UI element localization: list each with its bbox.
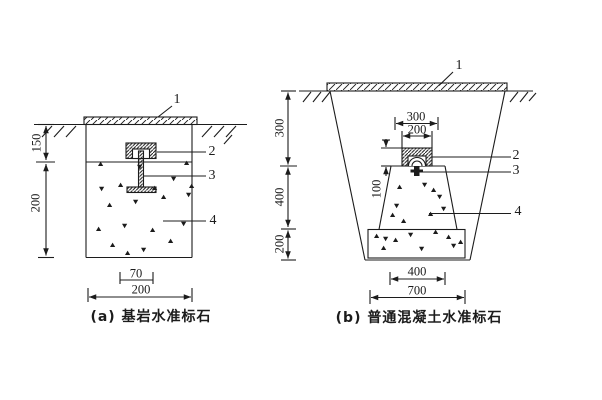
dimensions-b (280, 90, 466, 304)
part-label-a-1: 1 (173, 92, 181, 107)
dim-a-depth-top: 150 (29, 133, 44, 153)
slab-a (83, 116, 198, 126)
caption-a: (a) 基岩水准标石 (90, 309, 212, 325)
part-label-a-2: 2 (208, 144, 216, 159)
dim-b-base-top: 400 (407, 264, 427, 279)
pit-b (329, 90, 506, 261)
leaders-b (420, 71, 511, 215)
dim-a-width-pit: 200 (131, 282, 151, 297)
dim-b-depth-top: 300 (272, 118, 287, 138)
pillar-b (367, 165, 466, 259)
diagram-b-linework (280, 71, 537, 304)
dim-b-cap-height: 100 (369, 179, 384, 199)
part-label-b-3: 3 (512, 163, 520, 178)
marker-b (410, 166, 423, 176)
ground-b (299, 90, 537, 103)
slab-b (326, 82, 508, 92)
caption-b: (b) 普通混凝土水准标石 (335, 310, 503, 326)
part-label-a-4: 4 (209, 213, 217, 228)
dimensions-a (36, 123, 193, 302)
part-label-b-2: 2 (512, 148, 520, 163)
diagram-a-linework (34, 105, 247, 302)
leaders-a (144, 105, 206, 222)
dim-a-width-pillar: 70 (129, 266, 143, 281)
aggregate-a (96, 160, 195, 255)
pit-a (85, 124, 193, 259)
dim-b-cap-inner: 200 (407, 122, 427, 137)
part-label-b-4: 4 (514, 204, 522, 219)
dim-b-base-bottom: 700 (407, 283, 427, 298)
part-label-a-3: 3 (208, 168, 216, 183)
part-label-b-1: 1 (455, 58, 463, 73)
dim-b-cap-outer: 300 (406, 109, 426, 124)
ground-a (34, 123, 247, 145)
dim-b-depth-base: 200 (272, 234, 287, 254)
dim-a-depth-body: 200 (28, 193, 43, 213)
dim-b-depth-mid: 400 (272, 187, 287, 207)
